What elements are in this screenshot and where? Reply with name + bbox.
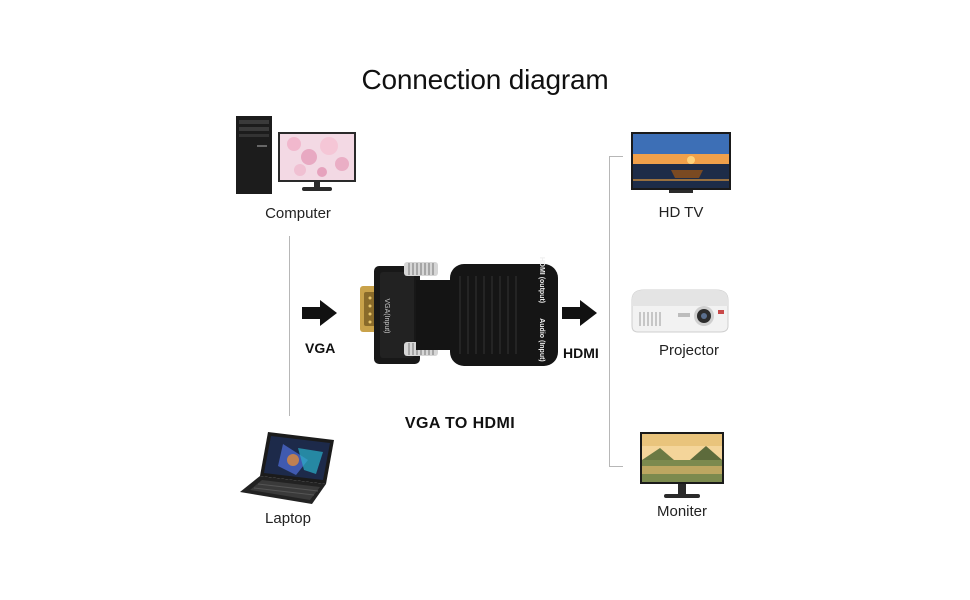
adapter-hdmi-port-text: HDMI (output): [538, 256, 545, 304]
monitor-icon: [640, 432, 724, 498]
hd-tv-label: HD TV: [658, 204, 704, 221]
arrow-right-icon: [302, 300, 337, 326]
adapter-audio-port-text: Audio (Input): [538, 318, 545, 362]
arrow-right-icon: [562, 300, 597, 326]
page-title: Connection diagram: [361, 64, 609, 95]
computer-icon: [236, 116, 356, 194]
adapter-vga-port-text: VGA(Input): [383, 298, 390, 334]
adapter-caption: VGA TO HDMI: [404, 415, 516, 432]
hdmi-label: HDMI: [563, 345, 599, 361]
laptop-icon: [240, 432, 334, 504]
output-connector-bottom: [609, 466, 623, 467]
laptop-label: Laptop: [265, 510, 311, 527]
computer-label: Computer: [265, 205, 331, 222]
projector-icon: [631, 289, 729, 333]
vga-to-hdmi-adapter: [360, 262, 558, 366]
source-connector-line: [289, 236, 290, 416]
monitor-label: Moniter: [656, 503, 708, 520]
output-connector-top: [609, 156, 623, 157]
projector-label: Projector: [658, 342, 720, 359]
hd-tv-icon: [631, 132, 731, 193]
output-connector-line: [609, 156, 610, 466]
vga-label: VGA: [305, 340, 336, 356]
